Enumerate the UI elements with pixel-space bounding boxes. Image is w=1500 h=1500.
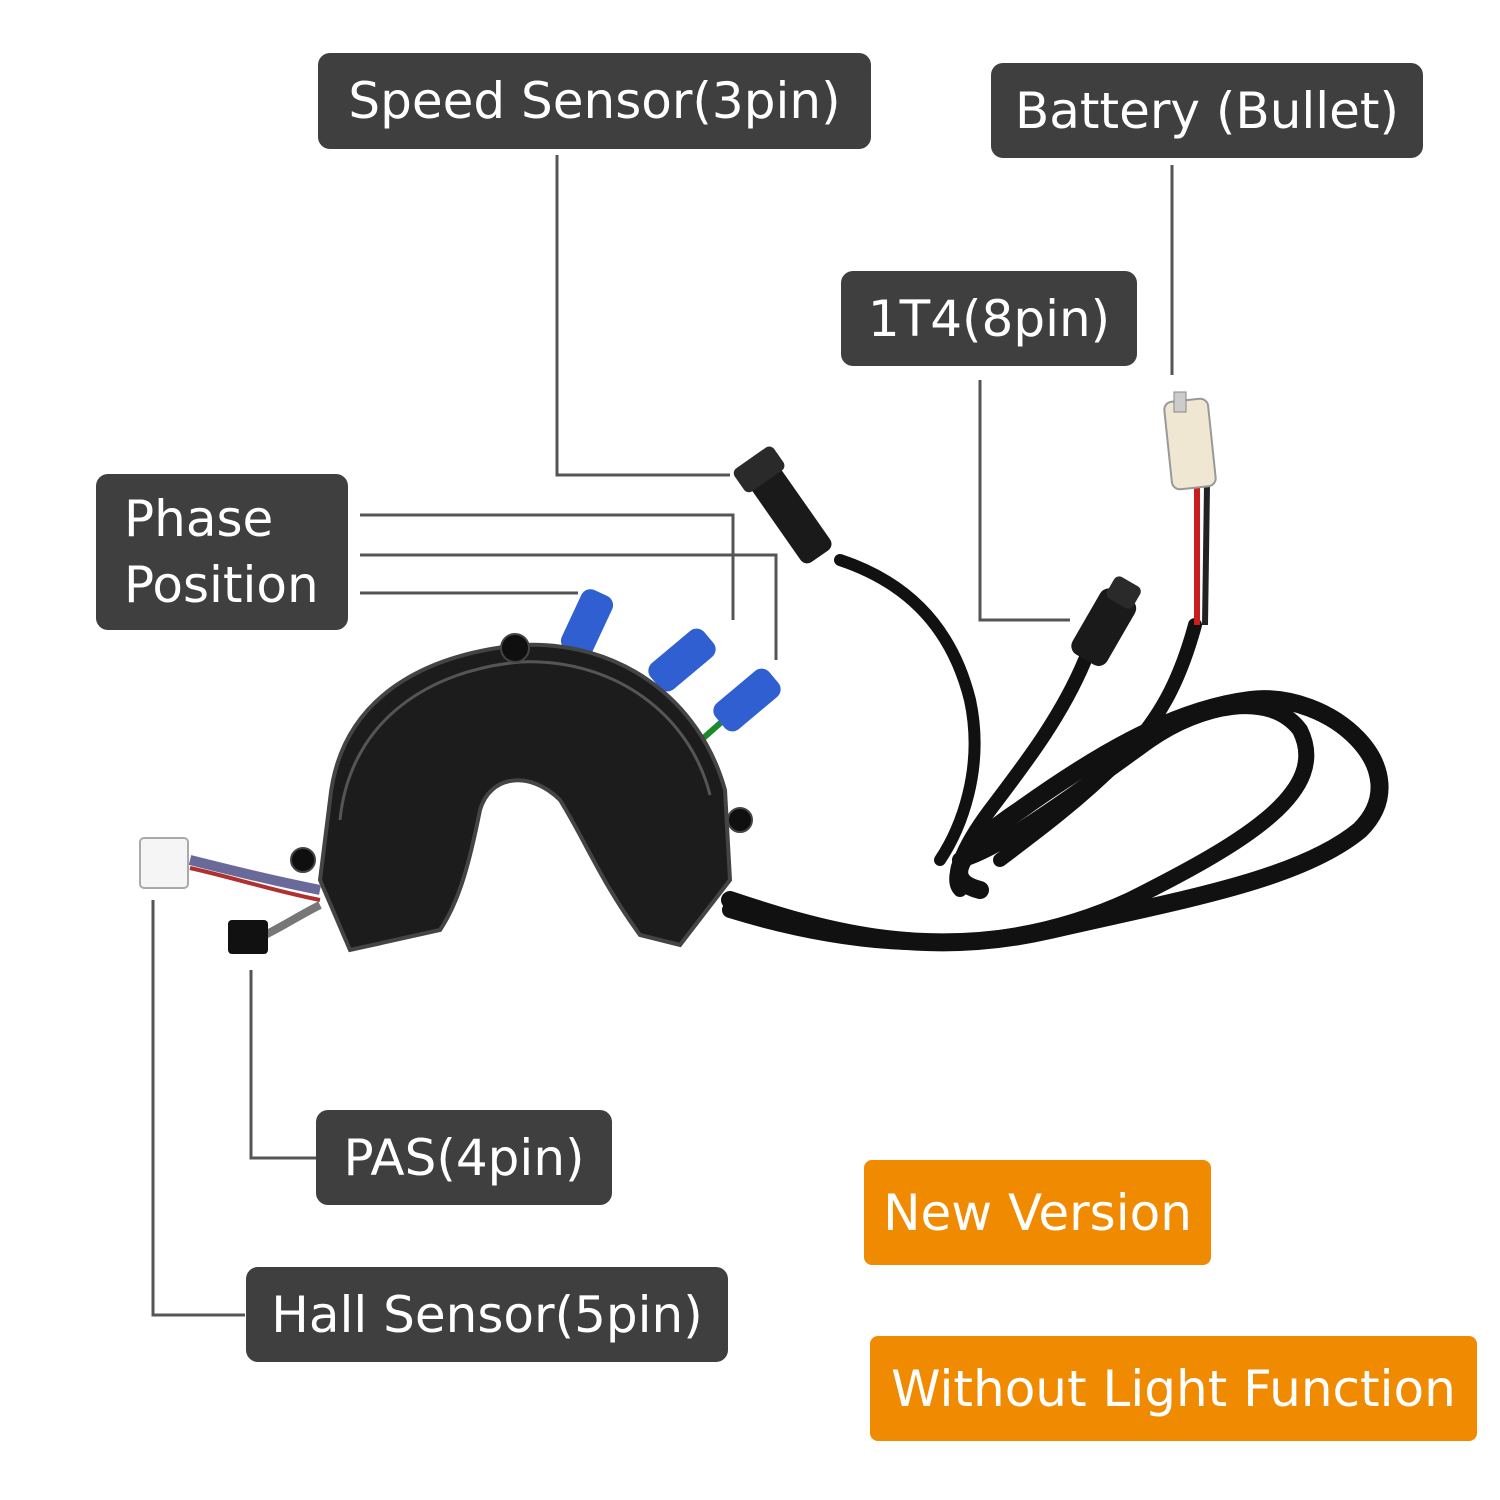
controller-mount-hole xyxy=(500,633,530,663)
controller-shell xyxy=(317,642,733,953)
one-t-four-connector xyxy=(1071,576,1141,666)
speed-sensor-cap xyxy=(733,446,785,493)
battery-connector xyxy=(1163,391,1217,626)
pas-label-text: PAS(4pin) xyxy=(343,1128,585,1187)
speed-sensor-leader xyxy=(555,155,730,477)
one-t-four-cable xyxy=(949,653,1092,897)
controller-mount-hole-3 xyxy=(290,847,316,873)
phase-connector-3 xyxy=(713,668,781,732)
speed-sensor-label-text: Speed Sensor(3pin) xyxy=(348,72,841,130)
battery-label: Battery (Bullet) xyxy=(991,63,1423,158)
one-t-four-label-text: 1T4(8pin) xyxy=(867,289,1111,348)
cable-bundle xyxy=(721,554,1389,952)
battery-black-wire xyxy=(1202,484,1210,626)
phase-position-label: Phase Position xyxy=(96,474,348,630)
phase-connector-2 xyxy=(648,628,716,692)
one-t-four-body xyxy=(1071,588,1137,666)
without-light-function-badge-text: Without Light Function xyxy=(891,1359,1456,1418)
speed-sensor-connector xyxy=(733,446,832,564)
battery-bullet-pin xyxy=(1173,391,1187,413)
battery-bullet-housing xyxy=(1163,397,1217,491)
hall-sensor-connector xyxy=(139,837,321,902)
without-light-function-badge: Without Light Function xyxy=(870,1336,1477,1441)
battery-cable xyxy=(993,618,1202,867)
controller-body xyxy=(290,633,753,953)
phase-position-label-line1: Phase xyxy=(124,490,274,548)
pas-label: PAS(4pin) xyxy=(316,1110,612,1205)
speed-sensor-cable xyxy=(834,554,981,866)
phase-leader-2 xyxy=(360,553,778,660)
one-t-four-leader xyxy=(978,380,1070,622)
pas-leader xyxy=(249,970,316,1160)
pas-wires xyxy=(263,901,322,939)
new-version-badge-text: New Version xyxy=(883,1183,1192,1242)
phase-leader-1 xyxy=(360,513,735,620)
hall-wire-red xyxy=(189,866,321,902)
hall-wire-bundle xyxy=(188,855,321,895)
hall-connector-housing xyxy=(139,837,189,889)
one-t-four-tip xyxy=(1106,576,1141,609)
phase-connector-1 xyxy=(560,589,614,657)
controller-mount-hole-2 xyxy=(727,807,753,833)
leader-lines xyxy=(151,155,1174,1317)
new-version-badge: New Version xyxy=(864,1160,1211,1265)
main-cable-2 xyxy=(722,698,1315,951)
speed-sensor-label: Speed Sensor(3pin) xyxy=(318,53,871,149)
pas-connector xyxy=(228,901,322,954)
speed-sensor-body xyxy=(745,458,832,564)
one-t-four-label: 1T4(8pin) xyxy=(841,271,1137,366)
hall-sensor-label-text: Hall Sensor(5pin) xyxy=(271,1285,703,1344)
phase-wires xyxy=(560,589,781,753)
battery-label-text: Battery (Bullet) xyxy=(1014,81,1400,140)
hall-sensor-label: Hall Sensor(5pin) xyxy=(246,1267,728,1362)
pas-connector-housing xyxy=(228,920,268,954)
phase-position-label-line2: Position xyxy=(124,556,319,614)
hall-sensor-leader xyxy=(151,900,245,1317)
